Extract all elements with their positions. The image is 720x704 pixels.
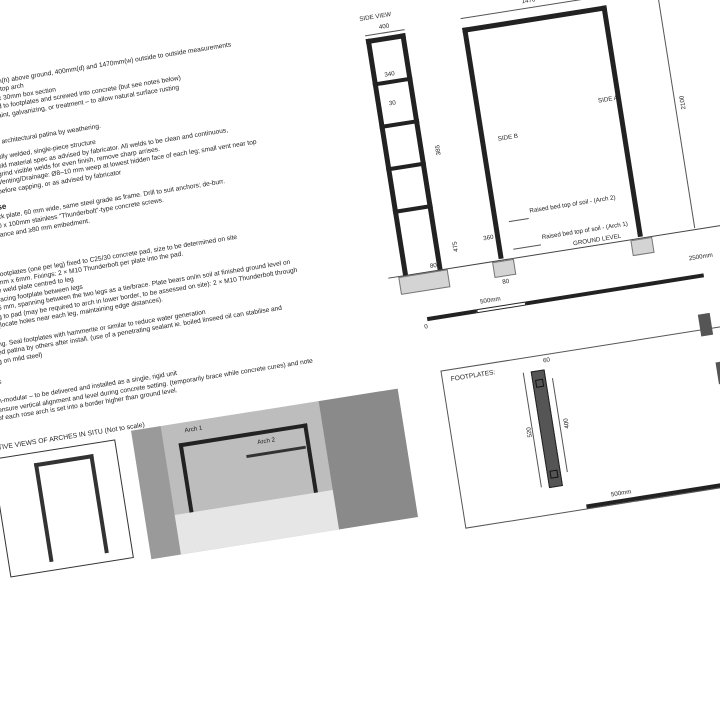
front-width-dim: 1470 xyxy=(521,0,536,6)
spec-line: footplates (one per leg) fixed to C25/30… xyxy=(0,233,238,279)
footplates-panel xyxy=(440,304,720,529)
footplate-holes-dim: 400 xyxy=(562,417,571,430)
soil-arch1-leader xyxy=(513,244,542,250)
side-a-label: SIDE A xyxy=(597,94,619,105)
front-pad-right xyxy=(630,236,655,257)
soil-arch2-leader xyxy=(508,217,529,223)
footplate-length-dim: 520 xyxy=(525,426,534,438)
spec-line: n(h) above ground, 400mm(d) and 1470mm(w… xyxy=(0,41,232,86)
side-depth-dim: 400 xyxy=(378,22,390,32)
side-tube-dim: 30 xyxy=(388,99,397,108)
scale-zero: 0 xyxy=(423,323,429,331)
base-heading: se xyxy=(0,201,7,212)
side-inner-dim: 340 xyxy=(383,70,396,79)
scale-label: 500mm xyxy=(479,295,502,306)
front-80-dim: 80 xyxy=(501,277,510,286)
front-pad-left xyxy=(492,258,517,279)
perspective-render xyxy=(131,388,419,560)
footplate-small-1 xyxy=(697,312,714,337)
side-view-title: SIDE VIEW xyxy=(358,11,392,23)
front-360-dim: 360 xyxy=(482,233,495,243)
side-lower-dim: 475 xyxy=(451,240,460,253)
footplate-width-dim: 60 xyxy=(542,356,551,365)
height-dim-line xyxy=(657,0,696,229)
spec-line: s xyxy=(0,379,2,386)
perspective-view-1 xyxy=(0,439,134,578)
side-spacing-dim: 385 xyxy=(434,144,443,156)
side-b-label: SIDE B xyxy=(497,132,519,143)
front-height-dim: 2100 xyxy=(678,95,688,110)
spec-line: ensure vertical alignment and level duri… xyxy=(0,357,314,414)
soil-arch2-label: Raised bed top of soil - (Arch 2) xyxy=(529,194,617,215)
front-2500-dim: 2500mm xyxy=(688,251,714,263)
side-foot-dim: 80 xyxy=(429,261,438,270)
